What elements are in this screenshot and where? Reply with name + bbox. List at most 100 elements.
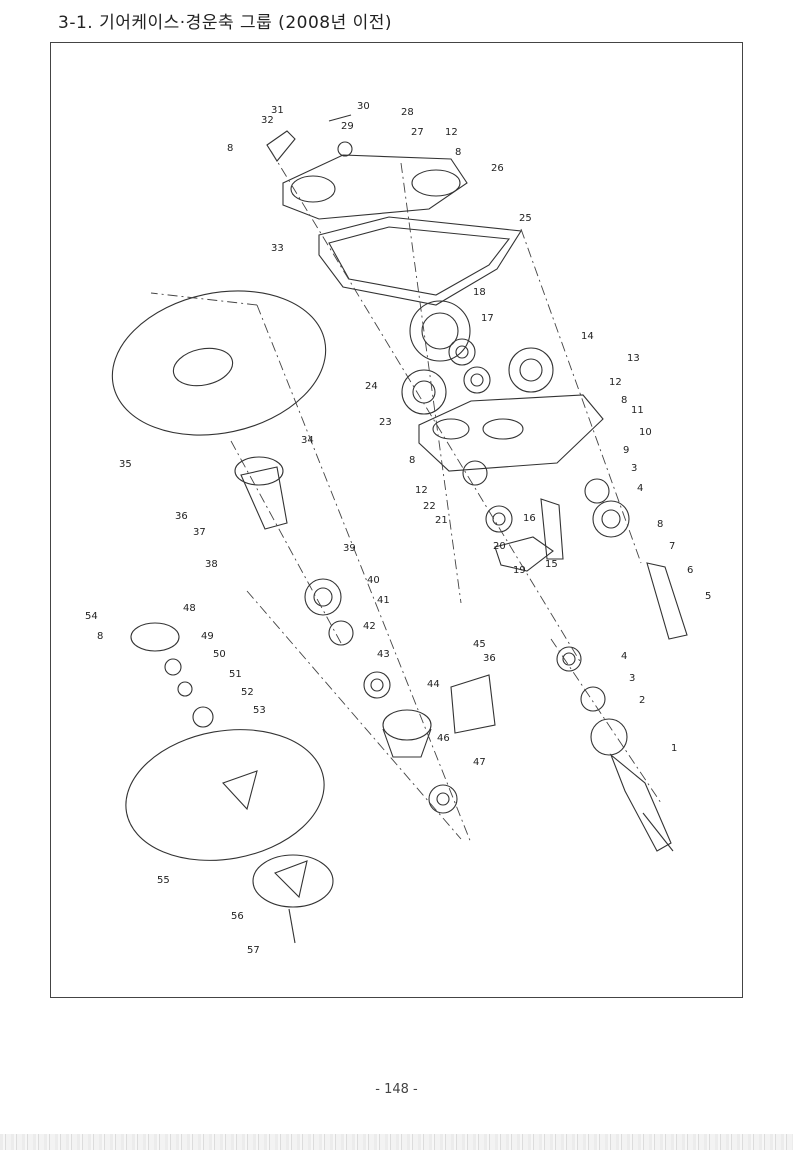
part-callout-4: 4	[621, 651, 627, 662]
part-callout-53: 53	[253, 705, 266, 716]
part-callout-14: 14	[581, 331, 594, 342]
part-callout-57: 57	[247, 945, 260, 956]
cover-plate	[252, 854, 334, 908]
part-callout-12: 12	[415, 485, 428, 496]
part-callout-32: 32	[261, 115, 274, 126]
part-callout-28: 28	[401, 107, 414, 118]
part-callout-33: 33	[271, 243, 284, 254]
shaft	[540, 498, 564, 560]
part-callout-43: 43	[377, 649, 390, 660]
bearing	[485, 505, 513, 533]
bracket-block	[450, 674, 496, 734]
part-callout-19: 19	[513, 565, 526, 576]
part-callout-24: 24	[365, 381, 378, 392]
bearing	[448, 338, 476, 366]
part-callout-41: 41	[377, 595, 390, 606]
gear	[401, 369, 447, 415]
part-callout-8: 8	[657, 519, 663, 530]
part-callout-49: 49	[201, 631, 214, 642]
part-callout-23: 23	[379, 417, 392, 428]
part-callout-6: 6	[687, 565, 693, 576]
page-number: - 148 -	[375, 1082, 418, 1097]
part-callout-8: 8	[621, 395, 627, 406]
bearing	[462, 460, 488, 486]
part-callout-37: 37	[193, 527, 206, 538]
part-callout-11: 11	[631, 405, 644, 416]
part-callout-34: 34	[301, 435, 314, 446]
part-callout-29: 29	[341, 121, 354, 132]
scan-edge	[0, 1134, 793, 1150]
bearing	[556, 646, 582, 672]
input-shaft	[646, 562, 688, 640]
bracket-part	[266, 130, 296, 162]
part-callout-9: 9	[623, 445, 629, 456]
large-gear	[409, 300, 471, 362]
bearing	[428, 784, 458, 814]
part-callout-47: 47	[473, 757, 486, 768]
part-callout-27: 27	[411, 127, 424, 138]
part-callout-8: 8	[97, 631, 103, 642]
small-gear	[337, 141, 353, 157]
part-callout-17: 17	[481, 313, 494, 324]
part-callout-44: 44	[427, 679, 440, 690]
part-callout-15: 15	[545, 559, 558, 570]
part-callout-36: 36	[483, 653, 496, 664]
blade-disk	[125, 729, 325, 861]
part-callout-40: 40	[367, 575, 380, 586]
housing	[592, 500, 630, 538]
part-callout-12: 12	[609, 377, 622, 388]
part-callout-13: 13	[627, 353, 640, 364]
gear-case-cover	[282, 154, 468, 220]
part-callout-54: 54	[85, 611, 98, 622]
bush	[192, 706, 214, 728]
part-callout-1: 1	[671, 743, 677, 754]
page-title: 3-1. 기어케이스·경운축 그룹 (2008년 이전)	[58, 13, 393, 33]
part-callout-35: 35	[119, 459, 132, 470]
part-callout-55: 55	[157, 875, 170, 886]
part-callout-18: 18	[473, 287, 486, 298]
seal	[304, 578, 342, 616]
gear	[508, 347, 554, 393]
part-callout-46: 46	[437, 733, 450, 744]
part-callout-2: 2	[639, 695, 645, 706]
part-callout-39: 39	[343, 543, 356, 554]
blade-disk	[111, 290, 327, 436]
part-callout-51: 51	[229, 669, 242, 680]
part-callout-16: 16	[523, 513, 536, 524]
part-callout-50: 50	[213, 649, 226, 660]
collar	[164, 658, 182, 676]
part-callout-42: 42	[363, 621, 376, 632]
cover-gasket	[318, 216, 522, 306]
part-callout-7: 7	[669, 541, 675, 552]
nut	[177, 681, 193, 697]
part-callout-56: 56	[231, 911, 244, 922]
part-callout-8: 8	[455, 147, 461, 158]
part-callout-36: 36	[175, 511, 188, 522]
part-callout-45: 45	[473, 639, 486, 650]
gear-case	[418, 394, 604, 472]
part-callout-8: 8	[409, 455, 415, 466]
part-callout-25: 25	[519, 213, 532, 224]
bearing	[463, 366, 491, 394]
part-callout-5: 5	[705, 591, 711, 602]
drive-shaft-assembly	[590, 718, 628, 756]
part-callout-22: 22	[423, 501, 436, 512]
part-callout-10: 10	[639, 427, 652, 438]
part-callout-21: 21	[435, 515, 448, 526]
part-callout-4: 4	[637, 483, 643, 494]
part-callout-48: 48	[183, 603, 196, 614]
bearing	[363, 671, 391, 699]
part-callout-38: 38	[205, 559, 218, 570]
collar	[328, 620, 354, 646]
lower-housing	[382, 709, 432, 741]
part-callout-31: 31	[271, 105, 284, 116]
flange	[494, 536, 554, 572]
part-callout-26: 26	[491, 163, 504, 174]
part-callout-52: 52	[241, 687, 254, 698]
part-callout-3: 3	[629, 673, 635, 684]
part-callout-20: 20	[493, 541, 506, 552]
part-callout-8: 8	[227, 143, 233, 154]
